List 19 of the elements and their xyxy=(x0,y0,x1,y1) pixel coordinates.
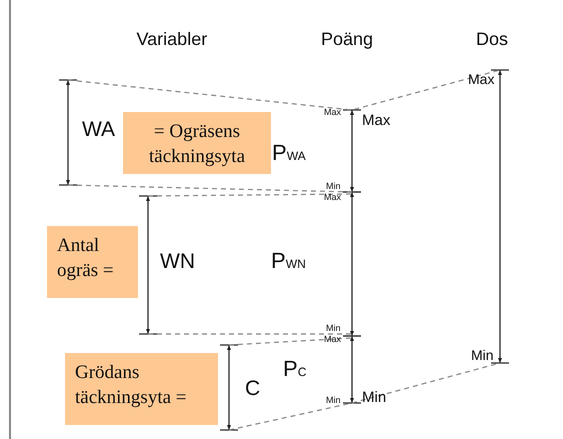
scale-label: Min xyxy=(326,324,341,333)
variable-label: WA xyxy=(82,119,116,140)
scale-label: Max xyxy=(324,193,342,202)
variable-label: C xyxy=(245,378,260,399)
column-heading: Variabler xyxy=(136,30,208,48)
definition-box: Grödans täckningsyta = xyxy=(65,353,218,425)
definition-box: = Ogräsens täckningsyta xyxy=(123,112,271,174)
variable-label: WN xyxy=(160,251,195,272)
scale-label: Min xyxy=(326,182,341,191)
column-heading: Dos xyxy=(476,30,508,48)
scale-label: Min xyxy=(362,390,386,405)
scale-label: Min xyxy=(471,348,494,362)
scale-label: Max xyxy=(468,72,494,86)
scale-label: Min xyxy=(326,396,341,405)
definition-box: Antal ogräs = xyxy=(47,226,138,298)
scale-label: Max xyxy=(362,113,390,128)
column-heading: Poäng xyxy=(321,30,374,48)
scale-label: Max xyxy=(324,108,342,117)
scale-label: Max xyxy=(324,335,342,344)
